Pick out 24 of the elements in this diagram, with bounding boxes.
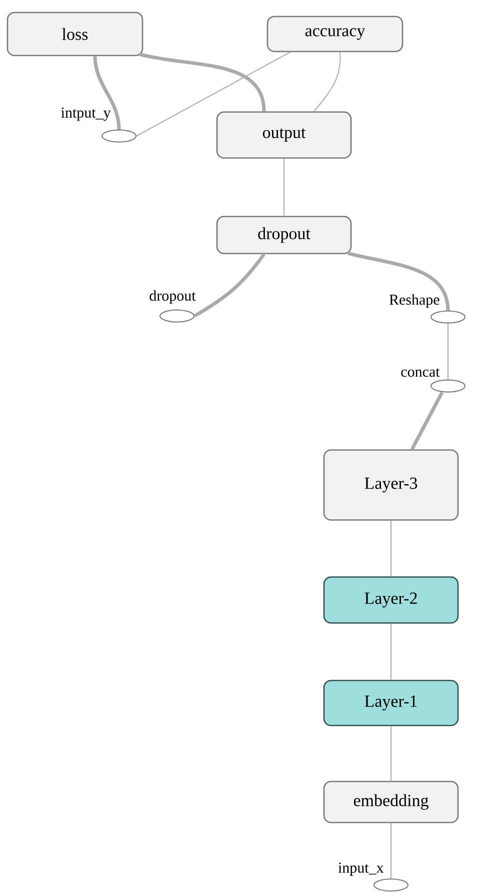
connector-line <box>93 56 121 130</box>
process-box: dropout <box>216 216 352 254</box>
connector-line <box>136 52 290 136</box>
connector-line <box>390 520 392 577</box>
connector-line <box>390 726 392 782</box>
connector-line <box>390 623 392 680</box>
process-box: loss <box>6 12 144 56</box>
connector-line <box>347 251 450 311</box>
process-box: Layer-1 <box>323 680 459 726</box>
node-label: intput_y <box>61 108 111 121</box>
process-box: output <box>216 111 352 159</box>
process-box: embedding <box>323 780 459 824</box>
node-label: input_x <box>338 862 384 876</box>
connector-line <box>390 822 392 879</box>
node-label: dropout <box>150 290 196 304</box>
connector-line <box>194 253 266 318</box>
connector-line <box>314 52 341 112</box>
connector-line <box>138 52 266 112</box>
connector-line <box>410 392 444 450</box>
node-label: concat <box>401 368 440 377</box>
process-box: accuracy <box>266 16 404 52</box>
process-box: Layer-3 <box>323 449 459 521</box>
node-label: Reshape <box>389 294 440 308</box>
process-box: Layer-2 <box>323 576 459 624</box>
